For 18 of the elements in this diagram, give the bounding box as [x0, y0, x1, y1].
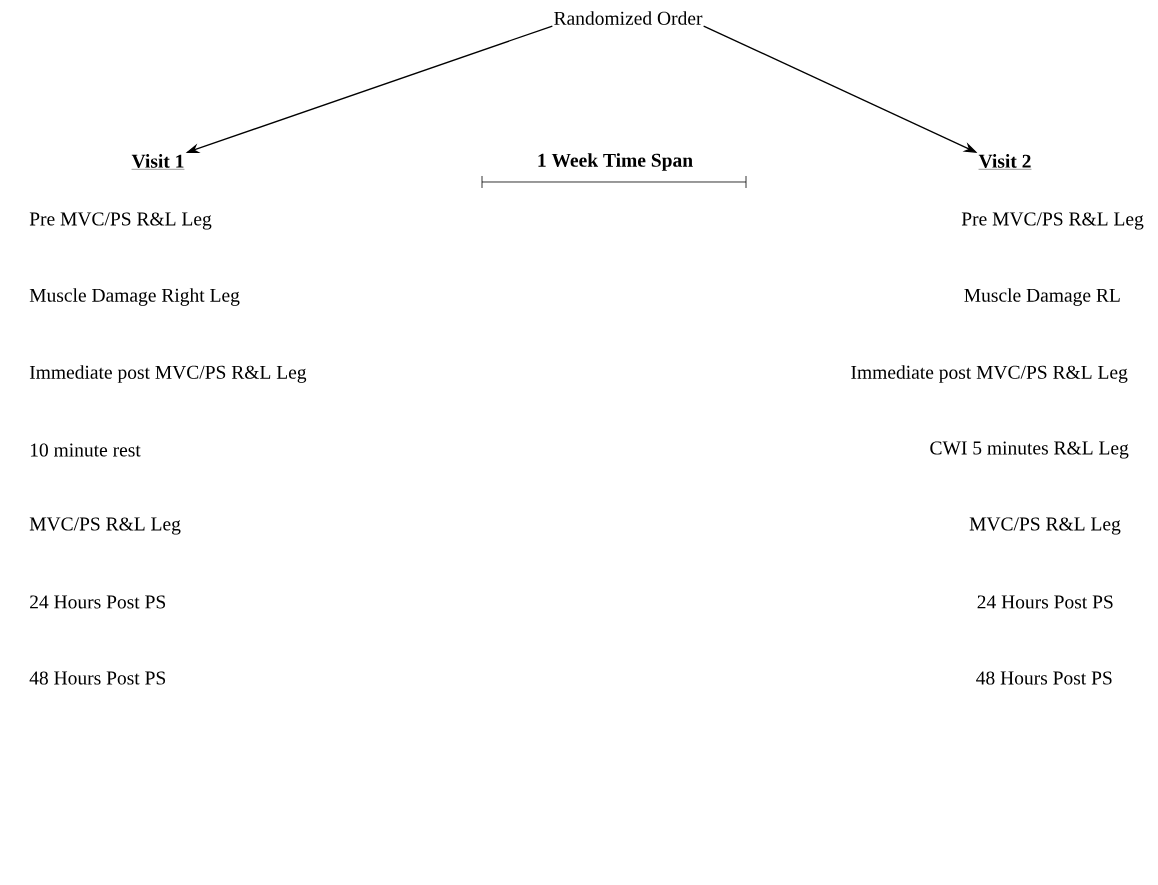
step-text: CWI 5 minutes R&L Leg [930, 441, 1129, 459]
heading: Visit 2 [978, 154, 1032, 170]
step-text: Immediate post MVC/PS R&L Leg [851, 365, 1128, 383]
step-text: 24 Hours Post PS [977, 595, 1113, 609]
step-text: 24 Hours Post PS [30, 595, 166, 609]
step-text: MVC/PS R&L Leg [969, 517, 1121, 535]
step-text: 10 minute rest [30, 443, 141, 457]
step-text: 48 Hours Post PS [29, 671, 166, 685]
heading: Visit 1 [131, 154, 185, 170]
text-label: 1 Week Time Span [538, 153, 693, 171]
step-text: MVC/PS R&L Leg [29, 517, 181, 535]
step-text: Pre MVC/PS R&L Leg [29, 212, 212, 230]
text-label: Randomized Order [554, 11, 703, 25]
step-text: 48 Hours Post PS [976, 671, 1112, 685]
step-text: Muscle Damage RL [964, 288, 1120, 306]
step-text: Muscle Damage Right Leg [29, 288, 240, 306]
step-text: Immediate post MVC/PS R&L Leg [29, 365, 307, 383]
step-text: Pre MVC/PS R&L Leg [961, 212, 1144, 230]
